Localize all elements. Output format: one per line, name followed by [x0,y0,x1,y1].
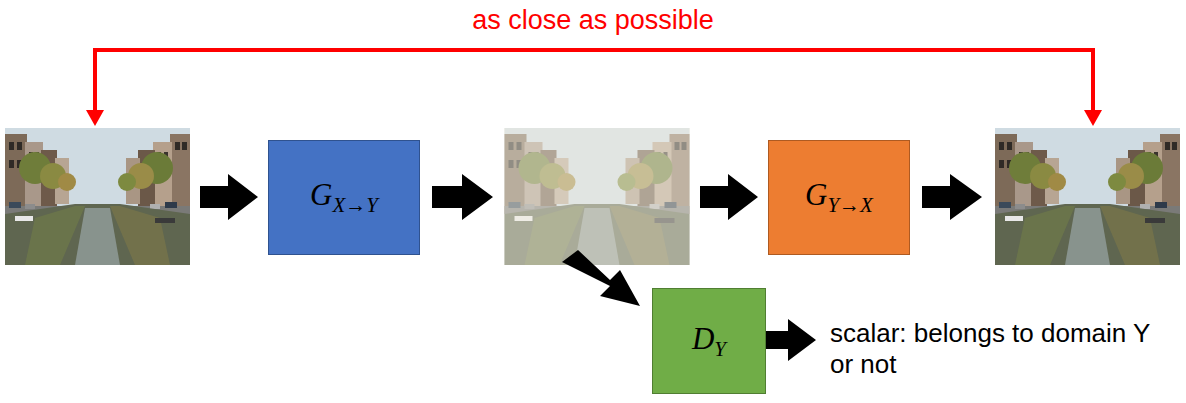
arrowhead [1084,110,1102,126]
discriminator-box: DY [652,288,766,394]
output-label: scalar: belongs to domain Y or not [830,318,1170,380]
symbol-name: D [692,321,714,356]
symbol-subscript: Y→X [827,193,873,217]
bracket-label: as close as possible [343,4,843,36]
generator-box: GX→Y [268,140,420,255]
reconstructed-photo [995,128,1180,265]
generator-box: GY→X [768,140,910,255]
cycle-bracket [95,50,1093,112]
symbol-subscript: X→Y [332,193,378,217]
canal-photo [5,128,190,265]
symbol-name: G [805,177,827,212]
translated-photo [504,128,690,265]
symbol-subscript: Y [714,337,726,361]
symbol-name: G [310,177,332,212]
arrowhead [86,110,104,126]
